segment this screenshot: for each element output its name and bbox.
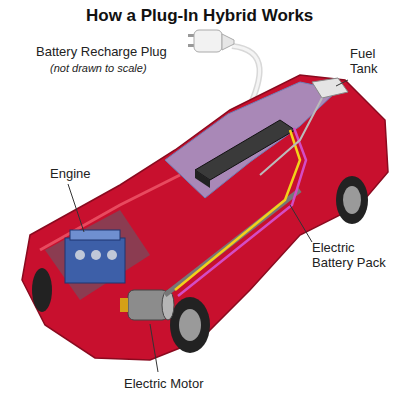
yellow-wire [175, 130, 300, 290]
recharge-plug [188, 30, 234, 52]
rear-rim [343, 186, 361, 214]
part-label: Battery Recharge Plug [36, 44, 167, 59]
fuel-line [260, 98, 322, 175]
battery-pack [195, 120, 295, 180]
car-glass [165, 82, 338, 198]
pink-wire [178, 128, 306, 296]
front-left-wheel [32, 268, 52, 312]
rear-wheel [336, 176, 368, 224]
part-label: Fuel Tank [350, 46, 394, 76]
front-rim [179, 309, 201, 341]
leader-line [68, 184, 84, 232]
leader-line [290, 205, 312, 242]
body-highlight [40, 175, 180, 250]
front-wheel [170, 297, 210, 353]
diagram-title: How a Plug-In Hybrid Works [86, 6, 313, 26]
fuel-tank [312, 78, 348, 98]
part-label: Electric Battery Pack [312, 240, 396, 270]
battery-side [195, 170, 210, 188]
engine-bay [45, 210, 150, 300]
leader-line [336, 80, 348, 86]
engine-block [65, 230, 125, 283]
car-body [22, 75, 388, 360]
part-label: Engine [50, 166, 90, 181]
leader-line [150, 324, 158, 372]
note-label: (not drawn to scale) [50, 62, 147, 74]
part-label: Electric Motor [124, 376, 203, 391]
